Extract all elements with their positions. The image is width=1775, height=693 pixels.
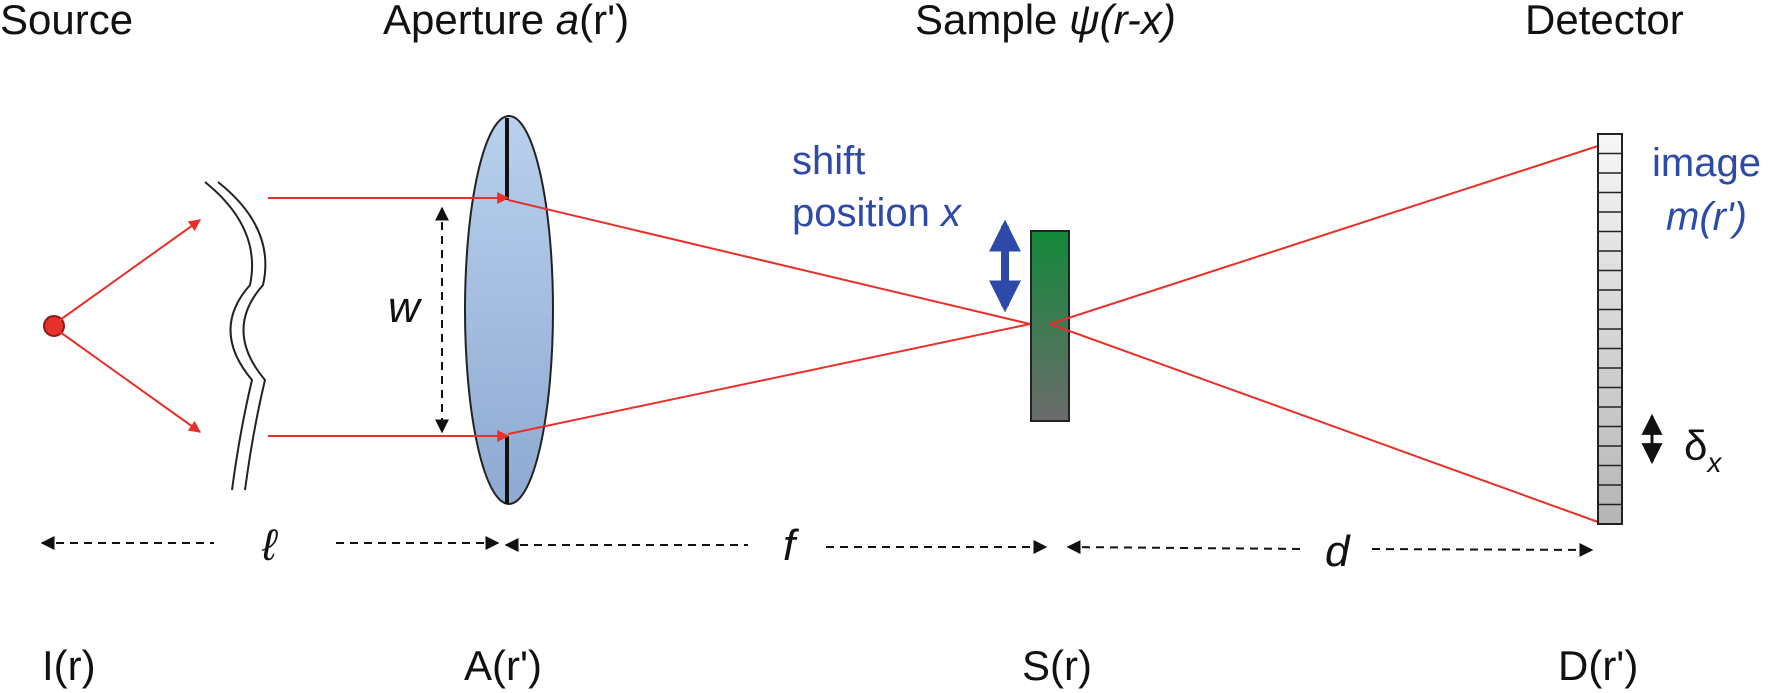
diverging-ray-lower bbox=[59, 331, 201, 433]
diffracted-ray-upper bbox=[1049, 145, 1599, 325]
focus-ray-lower bbox=[507, 323, 1031, 435]
diffracted-ray-lower bbox=[1049, 323, 1599, 523]
header-source: Source bbox=[0, 0, 133, 43]
plane-label-sample: S(r) bbox=[1022, 642, 1092, 689]
sample-slab-icon bbox=[1030, 230, 1070, 422]
pixel-size-label: δx bbox=[1684, 422, 1722, 478]
header-detector: Detector bbox=[1525, 0, 1684, 43]
plane-label-source: I(r) bbox=[42, 642, 96, 689]
shift-label-line1: shift bbox=[792, 139, 865, 183]
distance-d-label: d bbox=[1325, 527, 1351, 576]
shift-label-line2: position x bbox=[792, 191, 963, 235]
diverging-ray-upper bbox=[59, 219, 201, 321]
plane-label-aperture: A(r') bbox=[464, 642, 542, 689]
focus-ray-upper bbox=[507, 199, 1031, 325]
point-source-icon bbox=[43, 315, 65, 337]
distance-f-label: f bbox=[783, 521, 800, 570]
image-label-line2: m(r') bbox=[1666, 195, 1747, 239]
distance-d-arrow-right bbox=[1371, 542, 1594, 557]
detector-array-icon bbox=[1597, 133, 1623, 525]
distance-d-arrow-left bbox=[1066, 540, 1303, 555]
beam-width-label: w bbox=[388, 283, 423, 332]
distance-l-label: ℓ bbox=[261, 521, 278, 570]
plane-label-detector: D(r') bbox=[1558, 642, 1638, 689]
wavefront-lines bbox=[204, 181, 267, 491]
image-label-line1: image bbox=[1652, 141, 1761, 185]
header-sample: Sample ψ(r-x) bbox=[915, 0, 1176, 43]
header-aperture: Aperture a(r') bbox=[383, 0, 629, 43]
